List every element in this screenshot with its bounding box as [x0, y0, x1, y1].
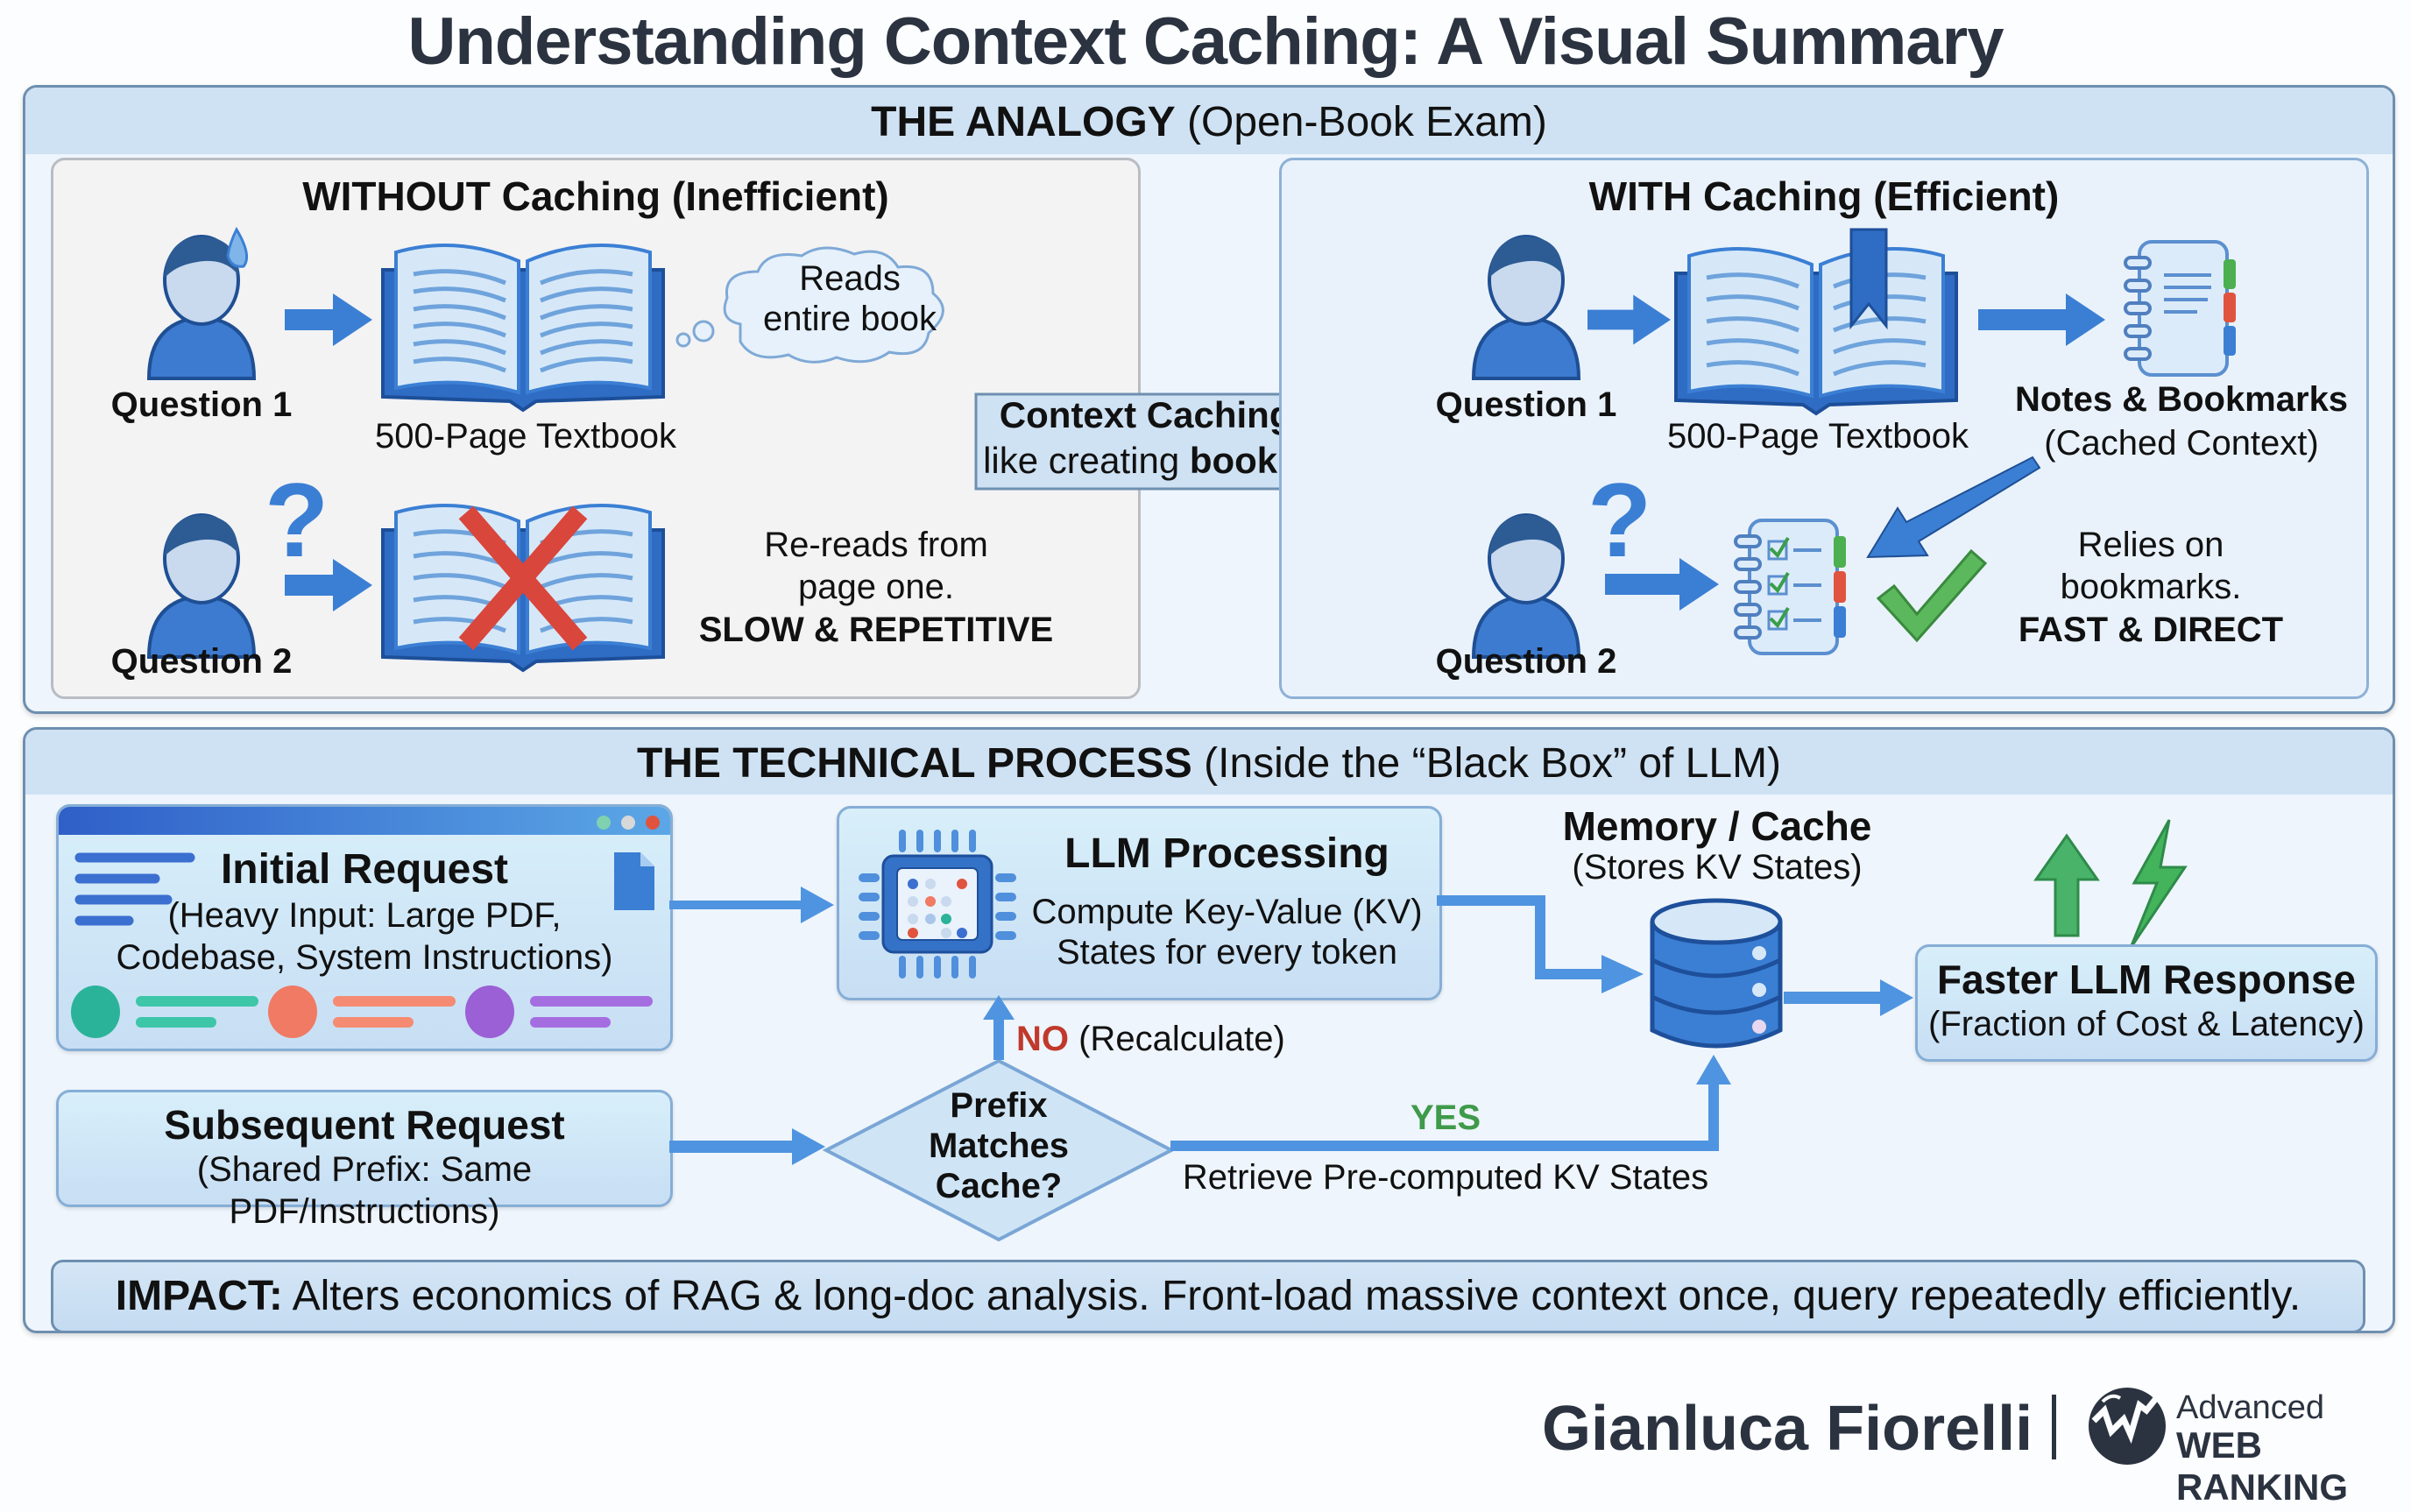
flow-arrow-icon [669, 1128, 825, 1165]
initial-request-card: Initial Request (Heavy Input: Large PDF,… [56, 804, 673, 1051]
svg-text:?: ? [265, 462, 329, 579]
without-book-label-1: 500-Page Textbook [375, 417, 676, 456]
flow-arrow-icon [1784, 979, 1913, 1016]
globe-logo-icon [2089, 1388, 2166, 1465]
flow-arrow-yes-icon [1170, 1055, 1731, 1151]
svg-text:?: ? [1587, 462, 1651, 579]
author-name: Gianluca Fiorelli [1542, 1394, 2033, 1464]
yes-label: YES [1410, 1099, 1481, 1137]
arrow-right-icon [1605, 558, 1719, 611]
subsequent-request-sub: (Shared Prefix: Same PDF/Instructions) [196, 1150, 533, 1231]
recalculate-text: (Recalculate) [1069, 1020, 1285, 1058]
with-question-2-label: Question 2 [1435, 642, 1617, 681]
reread-line1: Re-reads from [764, 526, 988, 564]
person-sweat-icon [146, 226, 257, 380]
text-lines-icon [74, 852, 195, 926]
impact-text: Alters economics of RAG & long-doc analy… [282, 1273, 2301, 1319]
with-question-1-label: Question 1 [1435, 385, 1617, 424]
notebook-icon [2124, 240, 2236, 377]
document-icon [614, 852, 654, 910]
without-question-1-label: Question 1 [110, 385, 293, 424]
faster-response-title: Faster LLM Response [1937, 957, 2356, 1002]
person-icon [1471, 235, 1581, 380]
fast-direct-label: FAST & DIRECT [2018, 611, 2284, 649]
thought-cloud-icon [675, 246, 944, 364]
technical-header-bold: THE TECHNICAL PROCESS [636, 740, 1192, 787]
flow-arrow-icon [1437, 895, 1644, 993]
impact-banner: IMPACT: Alters economics of RAG & long-d… [51, 1260, 2365, 1333]
thought-text-line1: Reads [799, 259, 901, 298]
logo-line2: WEB RANKING [2176, 1424, 2348, 1508]
flow-arrow-up-icon [983, 995, 1015, 1060]
notes-bookmarks-title: Notes & Bookmarks [2014, 380, 2349, 419]
data-tokens-icon [71, 986, 653, 1038]
open-book-crossed-icon [381, 504, 665, 673]
arrow-right-icon [1978, 293, 2105, 346]
database-icon [1650, 898, 1783, 1049]
faster-response-sub: (Fraction of Cost & Latency) [1928, 1005, 2365, 1043]
open-book-icon [381, 244, 665, 413]
no-label: NO (Recalculate) [1016, 1020, 1285, 1059]
without-caching-title: WITHOUT Caching (Inefficient) [302, 173, 889, 219]
without-question-2-label: Question 2 [110, 642, 293, 681]
technical-header: THE TECHNICAL PROCESS (Inside the “Black… [25, 730, 2393, 795]
up-arrow-icon [2033, 833, 2100, 937]
decision-line1: Prefix [950, 1086, 1048, 1125]
with-book-label: 500-Page Textbook [1667, 417, 1969, 456]
reread-line2: page one. [798, 568, 954, 606]
arrow-diagonal-icon [1866, 456, 2041, 559]
subsequent-request-card: Subsequent Request (Shared Prefix: Same … [56, 1090, 673, 1231]
with-caching-title: WITH Caching (Efficient) [1588, 173, 2060, 219]
subsequent-request-title: Subsequent Request [164, 1102, 565, 1148]
impact-bold: IMPACT: [115, 1273, 283, 1319]
flow-arrow-icon [669, 887, 834, 923]
page-title: Understanding Context Caching: A Visual … [407, 4, 2004, 79]
footer-divider [2052, 1395, 2056, 1459]
checkmark-icon [1876, 548, 1988, 643]
arrow-right-icon [285, 293, 372, 346]
no-text: NO [1016, 1020, 1069, 1058]
faster-response-card: Faster LLM Response (Fraction of Cost & … [1915, 944, 2378, 1062]
decision-line2: Matches [928, 1127, 1070, 1165]
notes-bookmarks-sub: (Cached Context) [2044, 424, 2319, 463]
analogy-header-sub: (Open-Book Exam) [1175, 99, 1547, 145]
analogy-header-bold: THE ANALOGY [871, 99, 1176, 145]
window-titlebar [59, 807, 670, 835]
llm-processing-title: LLM Processing [1064, 830, 1389, 877]
analogy-header: THE ANALOGY (Open-Book Exam) [25, 88, 2393, 154]
thought-text-line2: entire book [763, 300, 937, 338]
decision-line3: Cache? [935, 1167, 1063, 1205]
llm-processing-line1: Compute Key-Value (KV) [1031, 893, 1423, 931]
checklist-notebook-icon [1734, 519, 1846, 655]
person-question-icon: ? [1471, 462, 1651, 659]
llm-processing-card: LLM Processing Compute Key-Value (KV) St… [837, 806, 1442, 1000]
bridge-rest-2: like creating [983, 440, 1190, 481]
retrieve-label: Retrieve Pre-computed KV States [1182, 1158, 1709, 1197]
arrow-right-icon [1587, 294, 1671, 345]
decision-diamond [822, 1058, 1176, 1242]
memory-cache-title: Memory / Cache [1562, 803, 1872, 849]
initial-request-title: Initial Request [220, 846, 509, 893]
llm-processing-line2: States for every token [1056, 933, 1398, 971]
arrow-right-icon [285, 559, 372, 611]
bookmarked-book-icon [1674, 228, 1958, 416]
slow-repetitive-label: SLOW & REPETITIVE [698, 611, 1054, 649]
initial-request-line2: Codebase, System Instructions) [116, 938, 613, 977]
relies-line2: bookmarks. [2060, 568, 2242, 606]
relies-line1: Relies on [2077, 526, 2224, 564]
initial-request-line1: (Heavy Input: Large PDF, [167, 896, 562, 935]
processor-chip-icon [859, 830, 1016, 979]
person-question-icon: ? [146, 462, 329, 659]
memory-cache-sub: (Stores KV States) [1572, 848, 1863, 887]
bridge-bold-1: Context Caching [999, 394, 1292, 435]
lightning-bolt-icon [2129, 819, 2188, 949]
window-controls-icon [597, 816, 660, 830]
technical-header-sub: (Inside the “Black Box” of LLM) [1191, 740, 1782, 787]
logo-line1: Advanced [2176, 1389, 2325, 1426]
